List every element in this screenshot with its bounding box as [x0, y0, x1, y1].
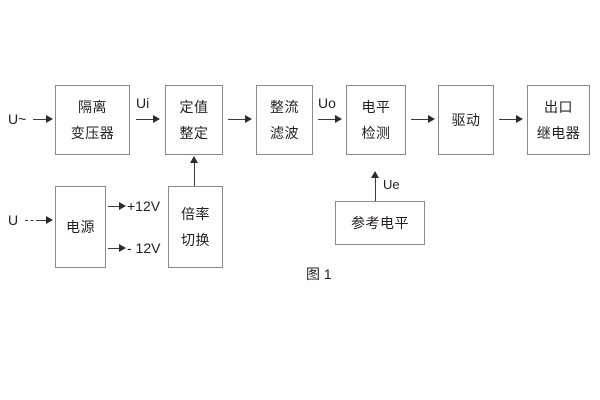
rail-pos-line	[108, 206, 121, 207]
rail-pos-label: +12V	[127, 198, 161, 214]
rail-neg-label: - 12V	[127, 240, 161, 256]
block-setpoint-adjust: 定值 整定	[165, 85, 223, 155]
dc-input-arrow-icon	[46, 216, 53, 224]
block-power-supply: 电源	[55, 186, 106, 268]
signal-ui-line	[136, 119, 155, 120]
figure-caption: 图 1	[306, 266, 332, 282]
connector-driver-to-relay-line	[499, 119, 518, 120]
signal-ui-arrow-icon	[153, 115, 160, 123]
block-level-detect-line-2: 检测	[361, 124, 391, 141]
block-setpoint-adjust-line-1: 定值	[179, 98, 209, 115]
block-multiplier-switch: 倍率 切换	[168, 186, 223, 268]
dc-input-label: U	[8, 212, 19, 228]
signal-ue-label: Ue	[383, 177, 400, 192]
signal-uo-label: Uo	[318, 95, 336, 111]
connector-multiplier-to-setpoint-line	[194, 163, 195, 186]
block-level-detect-line-1: 电平	[361, 98, 391, 115]
connector-setpoint-to-rectify-line	[228, 119, 247, 120]
connector-level-to-driver-line	[411, 119, 430, 120]
connector-driver-to-relay-arrow-icon	[516, 115, 523, 123]
block-rectify-filter-line-1: 整流	[270, 98, 299, 115]
block-rectify-filter-line-2: 滤波	[270, 124, 299, 141]
connector-multiplier-to-setpoint-arrow-icon	[190, 156, 198, 163]
block-setpoint-adjust-line-2: 整定	[179, 124, 209, 141]
rail-neg-line	[108, 248, 121, 249]
block-rectify-filter: 整流 滤波	[256, 85, 313, 155]
ac-input-line	[33, 119, 48, 120]
block-output-relay-line-1: 出口	[544, 98, 573, 115]
block-output-relay-line-2: 继电器	[536, 124, 581, 141]
signal-ui-label: Ui	[136, 95, 150, 111]
connector-setpoint-to-rectify-arrow-icon	[245, 115, 252, 123]
signal-uo-arrow-icon	[335, 115, 342, 123]
rail-pos-arrow-icon	[119, 202, 126, 210]
block-isolation-transformer: 隔离 变压器	[55, 85, 130, 155]
dc-input-line	[38, 220, 48, 221]
block-power-supply-line-1: 电源	[66, 218, 95, 235]
block-multiplier-switch-line-2: 切换	[181, 231, 210, 248]
signal-ue-line	[375, 178, 376, 201]
block-isolation-transformer-line-1: 隔离	[78, 98, 107, 115]
rail-neg-arrow-icon	[119, 244, 126, 252]
block-reference-level-line-1: 参考电平	[351, 214, 409, 231]
connector-level-to-driver-arrow-icon	[428, 115, 435, 123]
block-driver: 驱动	[438, 85, 494, 155]
block-level-detect: 电平 检测	[346, 85, 406, 155]
block-multiplier-switch-line-1: 倍率	[181, 205, 210, 222]
block-reference-level: 参考电平	[335, 201, 425, 245]
block-output-relay: 出口 继电器	[527, 85, 590, 155]
signal-ue-arrow-icon	[371, 171, 379, 178]
block-driver-line-1: 驱动	[451, 111, 481, 128]
ac-input-label: U~	[8, 111, 27, 127]
signal-uo-line	[318, 119, 337, 120]
block-isolation-transformer-line-2: 变压器	[70, 124, 115, 141]
ac-input-arrow-icon	[46, 115, 53, 123]
dc-input-dashed-line	[25, 220, 39, 221]
